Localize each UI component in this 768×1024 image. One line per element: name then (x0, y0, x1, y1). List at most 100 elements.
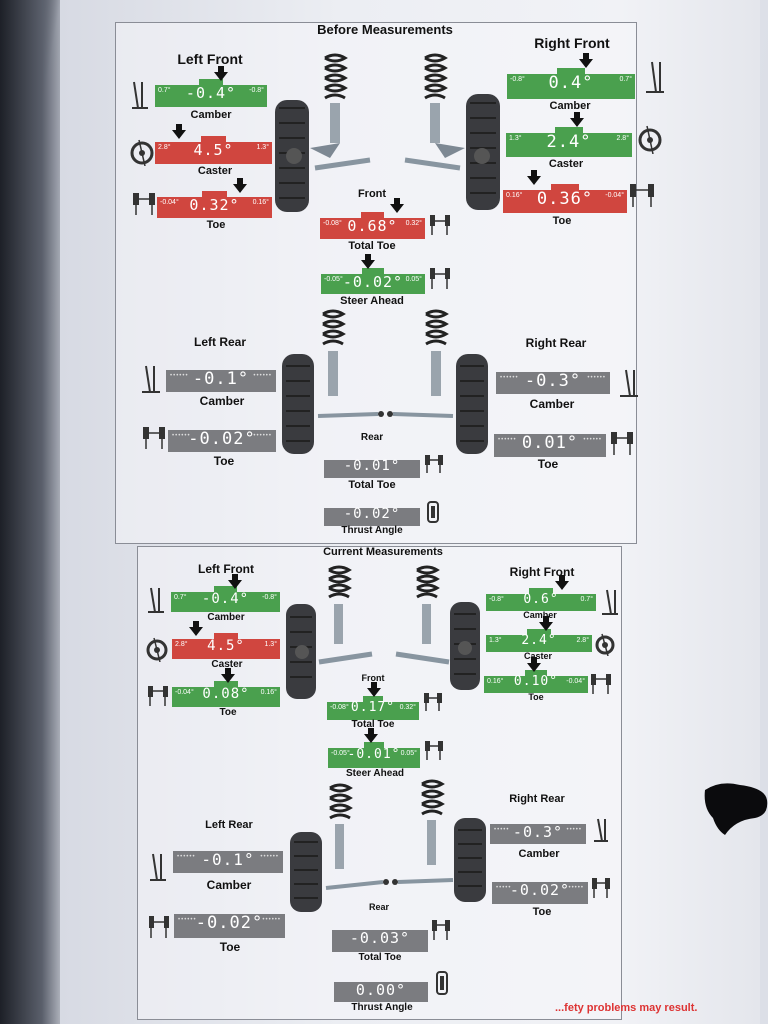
current-rr-camber-value: -0.3° (512, 823, 564, 841)
before-title: Before Measurements (317, 22, 453, 37)
current-rr-toe-label: Toe (532, 906, 552, 918)
current-lf-toe-gauge: -0.04°0.16° 0.08° (172, 681, 280, 707)
current-rf-caster-gauge: 1.3°2.8° 2.4° (486, 629, 592, 652)
current-right-front-title: Right Front (509, 565, 575, 579)
current-rf-toe-arrow-icon (527, 657, 541, 672)
current-lr-camber-gauge: •••••••••••• -0.1° (173, 845, 283, 873)
current-total-toe-arrow-icon (367, 682, 381, 697)
current-rr-camber-gauge: •••••••••• -0.3° (490, 818, 586, 844)
before-lf-camber-arrow-icon (214, 66, 228, 81)
current-lf-camber-value: -0.4° (201, 591, 250, 607)
before-rf-toe-value: 0.36° (536, 189, 594, 209)
before-rf-caster-arrow-icon (570, 112, 584, 127)
current-steer-ahead-wheel-icon (425, 741, 443, 760)
current-lf-camber-wheel-icon (148, 587, 164, 613)
current-lr-camber-wheel-icon (150, 853, 166, 881)
current-left-front-title: Left Front (198, 562, 254, 576)
before-thrust-angle-gauge: -0.02° (324, 502, 420, 526)
before-lf-caster-arrow-icon (172, 124, 186, 139)
before-lr-toe-wheel-icon (143, 427, 165, 449)
before-rear-total-toe-label: Total Toe (348, 479, 396, 491)
before-lf-camber-wheel-icon (132, 81, 148, 109)
current-steer-ahead-arrow-icon (364, 728, 378, 743)
before-lr-toe-gauge: •••••••••••• -0.02° (168, 424, 276, 452)
current-rear-label: Rear (368, 902, 390, 912)
before-lf-caster-value: 4.5° (193, 141, 234, 159)
before-steer-ahead-value: -0.02° (342, 273, 404, 291)
current-lf-caster-arrow-icon (189, 621, 203, 636)
footer-warning-text: ...fety problems may result. (555, 1002, 698, 1014)
current-lr-toe-label: Toe (219, 940, 241, 954)
current-total-toe-label: Total Toe (351, 719, 395, 730)
before-right-rear-title: Right Rear (525, 336, 587, 350)
before-lf-camber-label: Camber (190, 109, 232, 121)
before-lf-toe-wheel-icon (133, 193, 155, 215)
before-rf-caster-value: 2.4° (546, 132, 592, 152)
before-thrust-angle-value: -0.02° (343, 506, 401, 522)
current-lr-toe-gauge: •••••••••••• -0.02° (174, 908, 285, 938)
current-lf-caster-label: Caster (211, 659, 243, 670)
current-total-toe-value: 0.17° (350, 700, 396, 715)
before-lr-camber-gauge: •••••••••••• -0.1° (166, 364, 276, 392)
before-lf-toe-label: Toe (206, 219, 226, 231)
before-rear-suspension-illustration (282, 309, 488, 454)
current-rf-camber-wheel-icon (602, 589, 618, 615)
current-lf-caster-value: 4.5° (207, 638, 245, 654)
current-rr-camber-wheel-icon (594, 818, 608, 842)
current-lf-caster-wheel-icon (146, 637, 168, 662)
current-lf-toe-arrow-icon (221, 668, 235, 683)
current-lr-toe-value: -0.02° (195, 913, 264, 933)
current-thrust-angle-icon (436, 971, 448, 995)
current-lf-camber-gauge: 0.7°-0.8° -0.4° (171, 586, 280, 612)
current-lr-camber-label: Camber (206, 878, 252, 892)
current-right-rear-title: Right Rear (509, 793, 565, 805)
current-rf-camber-gauge: -0.8°0.7° 0.6° (486, 588, 596, 611)
current-lf-camber-arrow-icon (228, 574, 242, 589)
before-rf-camber-arrow-icon (579, 53, 593, 68)
current-title: Current Measurements (323, 546, 443, 558)
current-thrust-angle-gauge: 0.00° (334, 976, 428, 1002)
before-lr-camber-wheel-icon (142, 365, 160, 393)
before-total-toe-value: 0.68° (347, 217, 398, 235)
current-steer-ahead-value: -0.01° (347, 747, 401, 762)
current-rr-toe-wheel-icon (592, 878, 610, 898)
current-rf-camber-value: 0.6° (523, 592, 559, 607)
current-rear-suspension-illustration (290, 779, 486, 912)
current-rf-toe-label: Toe (528, 692, 544, 702)
before-rf-toe-arrow-icon (527, 170, 541, 185)
before-rear-total-toe-gauge: -0.01° (324, 454, 420, 478)
before-rf-toe-gauge: 0.16°-0.04° 0.36° (503, 184, 627, 213)
before-left-front-title: Left Front (177, 51, 243, 67)
before-lf-toe-gauge: -0.04°0.16° 0.32° (157, 191, 272, 218)
current-rf-caster-arrow-icon (539, 616, 553, 631)
current-rear-total-toe-wheel-icon (432, 920, 450, 940)
before-steer-ahead-gauge: -0.05°0.05° -0.02° (321, 268, 425, 294)
current-rf-camber-label: Camber (523, 610, 557, 620)
before-right-front-title: Right Front (534, 35, 610, 51)
before-lr-toe-label: Toe (213, 454, 235, 468)
before-lf-toe-arrow-icon (233, 178, 247, 193)
before-rf-camber-label: Camber (549, 100, 591, 112)
before-total-toe-arrow-icon (390, 198, 404, 213)
before-lf-caster-label: Caster (197, 165, 233, 177)
current-lf-toe-wheel-icon (148, 686, 168, 706)
before-total-toe-gauge: -0.08°0.32° 0.68° (320, 212, 425, 239)
before-lf-camber-gauge: 0.7°-0.8° -0.4° (155, 79, 267, 107)
before-lf-toe-value: 0.32° (189, 196, 240, 214)
before-rr-camber-label: Camber (529, 397, 575, 411)
before-rf-caster-label: Caster (548, 158, 584, 170)
current-steer-ahead-gauge: -0.05°0.05° -0.01° (328, 742, 420, 768)
before-rf-caster-wheel-icon (638, 125, 662, 154)
before-rr-camber-wheel-icon (620, 369, 638, 397)
current-steer-ahead-label: Steer Ahead (346, 768, 404, 779)
current-rf-camber-arrow-icon (555, 575, 569, 590)
current-rf-caster-value: 2.4° (521, 633, 557, 648)
before-lr-camber-value: -0.1° (192, 369, 250, 389)
before-lr-camber-label: Camber (199, 394, 245, 408)
before-rf-camber-wheel-icon (646, 61, 664, 93)
before-rf-toe-wheel-icon (630, 184, 654, 207)
before-total-toe-label: Total Toe (348, 240, 396, 252)
before-front-label: Front (357, 188, 387, 200)
current-front-label: Front (361, 673, 385, 683)
current-lf-camber-label: Camber (207, 612, 245, 623)
